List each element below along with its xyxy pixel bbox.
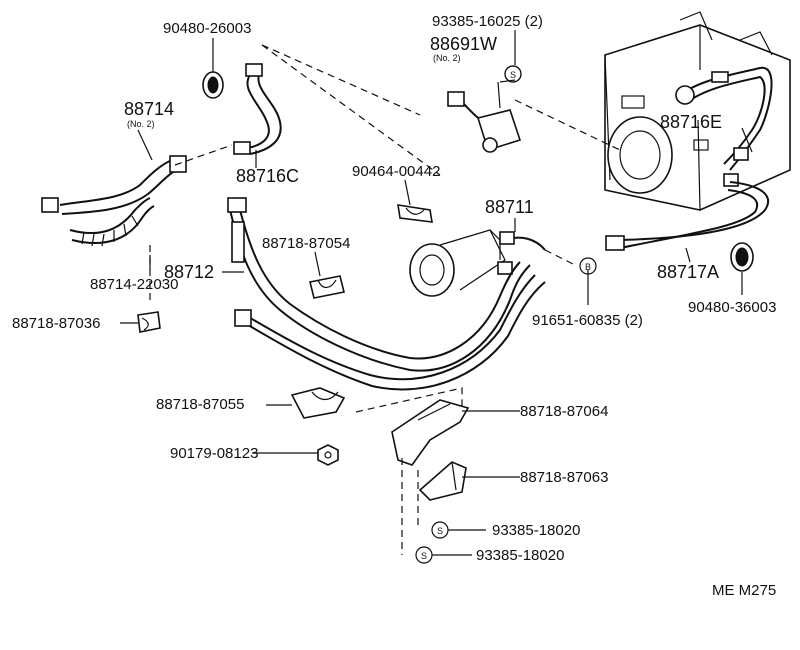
hose-88714-22030 <box>69 197 155 247</box>
label-88718-87055: 88718-87055 <box>156 396 244 413</box>
symbol-b-text: B <box>585 262 591 272</box>
label-88714-22030: 88714-22030 <box>90 276 178 293</box>
label-90480-36003: 90480-36003 <box>688 299 776 316</box>
hose-88716c <box>233 63 282 155</box>
label-93385-18020-upper: 93385-18020 <box>492 522 580 539</box>
grommet-90480-36003 <box>730 242 754 272</box>
bracket-88718-87064 <box>391 399 470 466</box>
label-88691w: 88691W <box>430 34 497 54</box>
pressure-switch-88691w <box>447 65 522 153</box>
symbol-b: B <box>579 257 597 275</box>
label-88718-87064: 88718-87064 <box>520 403 608 420</box>
dashed-lines <box>149 44 621 555</box>
hose-88717a <box>605 181 770 251</box>
label-88718-87054: 88718-87054 <box>262 235 350 252</box>
label-88714-no2: (No. 2) <box>127 119 155 129</box>
symbol-s-lower-2: S <box>415 546 433 564</box>
label-90464-00442: 90464-00442 <box>352 163 440 180</box>
symbol-s-top: S <box>504 65 522 83</box>
grommet-90480-26003 <box>202 71 224 99</box>
label-88714: 88714 <box>124 99 174 119</box>
label-91651-60835: 91651-60835 (2) <box>532 312 643 329</box>
clamp-88718-87036 <box>137 311 161 333</box>
label-90179-08123: 90179-08123 <box>170 445 258 462</box>
label-88717a: 88717A <box>657 262 719 282</box>
hose-88712 <box>227 197 546 391</box>
evaporator-unit <box>604 11 791 211</box>
compressor-88711 <box>409 229 546 297</box>
label-88691w-no2: (No. 2) <box>433 53 461 63</box>
label-88716e: 88716E <box>660 112 722 132</box>
symbol-s-text: S <box>510 70 516 80</box>
hose-88714-no2 <box>41 155 187 215</box>
diagram-reference-code: ME M275 <box>712 582 776 599</box>
label-90480-26003: 90480-26003 <box>163 20 251 37</box>
label-88716c: 88716C <box>236 166 299 186</box>
label-88718-87063: 88718-87063 <box>520 469 608 486</box>
clamp-88718-87055 <box>290 387 346 419</box>
symbol-s-lower-1: S <box>431 521 449 539</box>
label-93385-16025: 93385-16025 (2) <box>432 13 543 30</box>
bracket-88718-87063 <box>418 461 467 501</box>
label-88711: 88711 <box>485 197 534 217</box>
nut-90179-08123 <box>317 444 339 466</box>
symbol-s-text: S <box>421 551 427 561</box>
symbol-s-text: S <box>437 526 443 536</box>
hose-88716e <box>675 66 773 187</box>
label-93385-18020-lower: 93385-18020 <box>476 547 564 564</box>
label-88712: 88712 <box>164 262 214 282</box>
leader-lines <box>120 30 753 556</box>
clamp-88718-87054 <box>309 275 345 299</box>
clamp-90464-00442 <box>397 204 433 223</box>
label-88718-87036: 88718-87036 <box>12 315 100 332</box>
